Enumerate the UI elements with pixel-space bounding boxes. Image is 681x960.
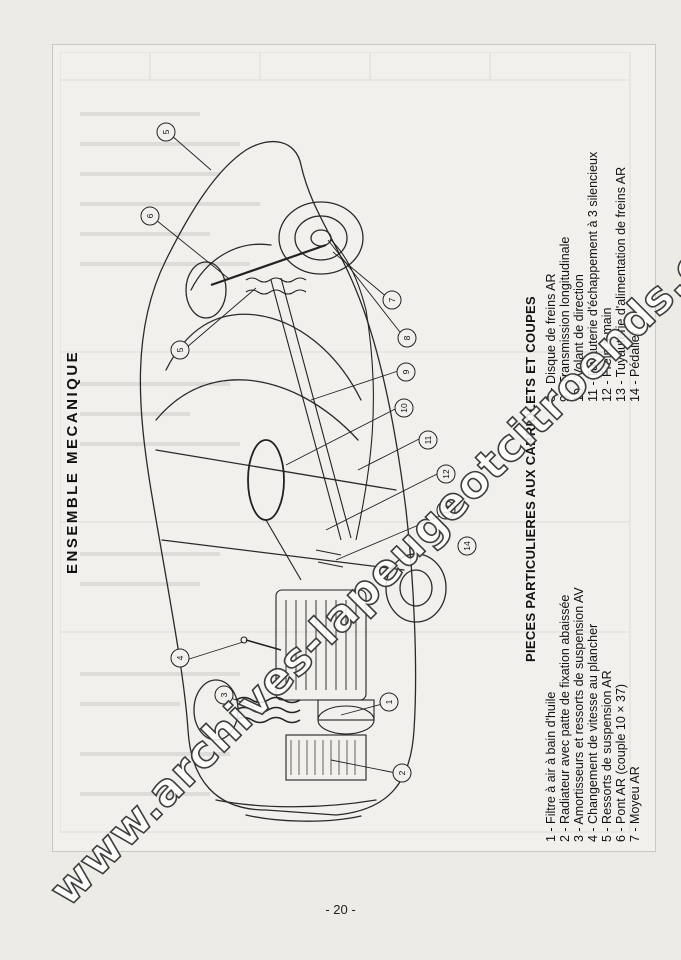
bleed-through-table: [60, 52, 631, 833]
radiator: [285, 734, 367, 781]
exhaust-pipe: [330, 239, 374, 541]
legend-item: 1 - Filtre à air à bain d'huile: [544, 691, 558, 842]
callout-7: 7: [387, 297, 397, 302]
callout-10: 10: [399, 403, 409, 413]
rear-axle: [210, 243, 327, 287]
callout-4: 4: [175, 655, 185, 660]
callout-8: 8: [402, 335, 412, 340]
page-number: - 20 -: [325, 902, 356, 917]
legend-item: 2 - Radiateur avec patte de fixation aba…: [558, 594, 572, 842]
steering-wheel: [247, 439, 285, 521]
callout-13: 13: [441, 505, 451, 515]
section-subtitle: PIECES PARTICULIERES AUX CABRIOLETS ET C…: [523, 296, 538, 662]
legend-item: 5 - Ressorts de suspension AR: [600, 670, 614, 842]
callout-6: 6: [145, 213, 155, 218]
car-mechanical-diagram: 1 2 3 4 5 6 5 7 8 9 10 11 12 13: [139, 122, 456, 822]
legend-item: 4 - Changement de vitesse au plancher: [586, 623, 600, 842]
page-frame: [52, 44, 656, 852]
rear-spring: [245, 277, 307, 283]
callout-9: 9: [401, 369, 411, 374]
legend-item: 7 - Moyeu AR: [628, 766, 642, 842]
pedals: [315, 549, 344, 568]
front-wheel-right: [385, 553, 447, 623]
transmission-shaft: [270, 279, 342, 541]
legend-item: 6 - Pont AR (couple 10 × 37): [614, 683, 628, 842]
callout-12: 12: [441, 469, 451, 479]
front-wheel-left: [193, 679, 239, 741]
rear-wheel: [278, 201, 364, 275]
callout-3: 3: [219, 692, 229, 697]
callout-5: 5: [175, 347, 185, 352]
legend-item: 3 - Amortisseurs et ressorts de suspensi…: [572, 587, 586, 842]
callout-1: 1: [384, 699, 394, 704]
callout-2: 2: [397, 770, 407, 775]
section-title: ENSEMBLE MECANIQUE: [64, 349, 81, 574]
callout-14: 14: [462, 541, 472, 551]
front-spring: [235, 696, 301, 704]
callout-7-rear: 5: [161, 129, 171, 134]
callout-14-marker: 14: [457, 536, 477, 556]
gear-lever: [245, 639, 282, 651]
car-body-outline: [139, 141, 417, 816]
callout-11: 11: [423, 435, 433, 444]
